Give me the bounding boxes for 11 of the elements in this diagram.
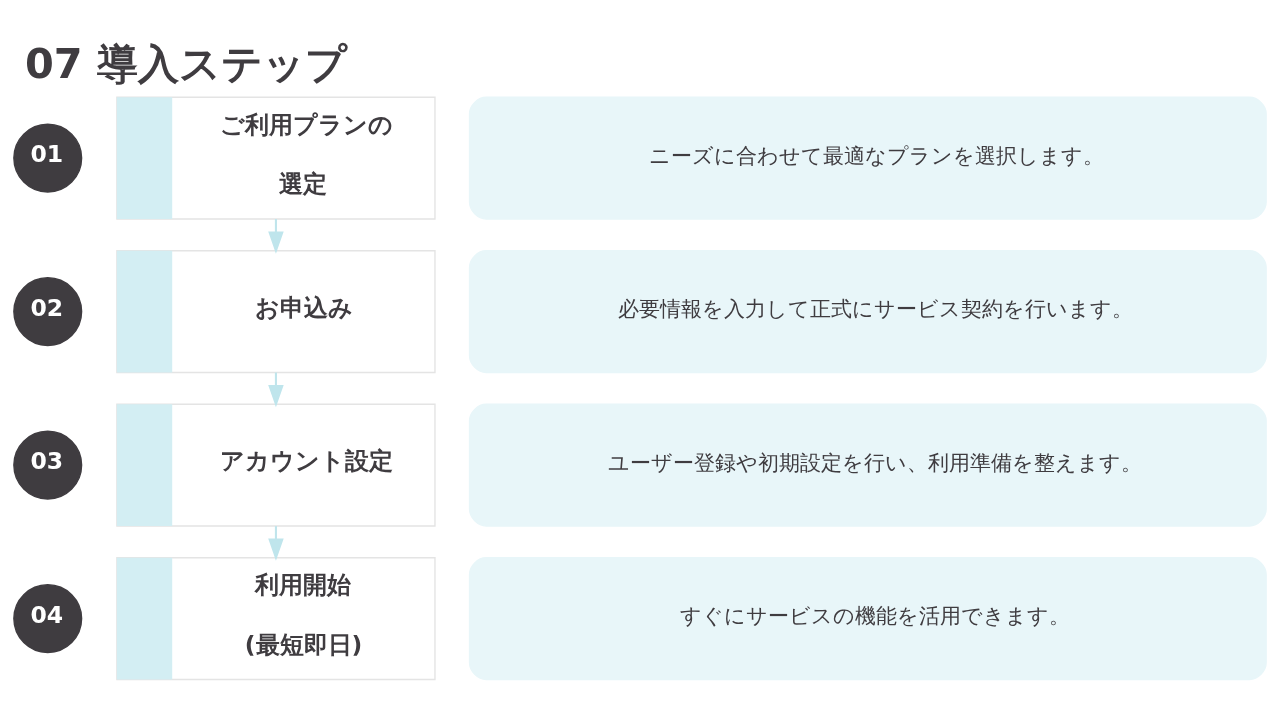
diagram-title: 07 導入ステップ [24,38,348,88]
node-circle: 01 [13,123,83,193]
node-circle: 03 [13,430,83,500]
node-circle: 02 [13,277,83,347]
node-box: 必要情報を入力して正式にサービス契約を行います。 [468,250,1267,374]
node-box: ニーズに合わせて最適なプランを選択します。 [468,96,1267,220]
arrow [268,219,284,254]
node-box: すぐにサービスの機能を活用できます。 [468,557,1267,681]
node-box: ユーザー登録や初期設定を行い、利用準備を整えます。 [468,403,1267,527]
arrow [268,526,284,561]
node-circle: 04 [13,584,83,654]
